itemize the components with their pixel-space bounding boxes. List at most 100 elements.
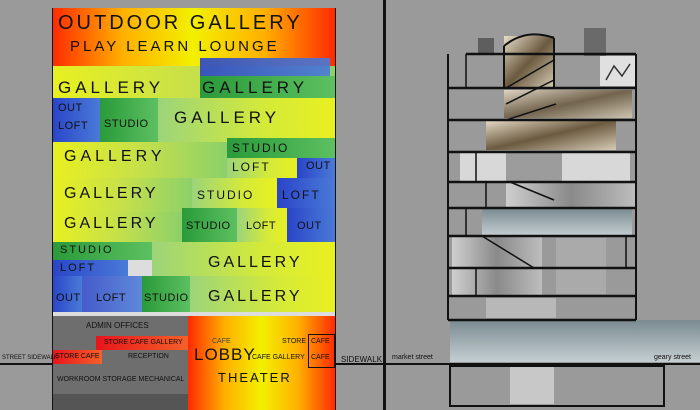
out-label: OUT	[58, 102, 83, 114]
cafe-box	[308, 334, 335, 368]
loft-label: LOFT	[282, 188, 321, 202]
studio-block-2	[227, 138, 335, 158]
loft-label: LOFT	[60, 262, 97, 274]
out-label: OUT	[297, 220, 322, 232]
studio-label: STUDIO	[104, 118, 149, 130]
photo-floor-3	[486, 120, 616, 150]
gallery-label: GALLERY	[64, 185, 159, 202]
loft-block-3	[277, 178, 335, 212]
program-diagram: OUTDOOR GALLERY PLAY LEARN LOUNGE GALLER…	[52, 8, 335, 410]
gallery-label: GALLERY	[64, 148, 166, 165]
store-label: STORE	[282, 338, 306, 345]
studio-block-3	[192, 178, 277, 212]
studio-label: STUDIO	[144, 292, 189, 304]
photo-floor-6	[482, 208, 632, 236]
photo-floor-8	[486, 298, 556, 318]
studio-label: STUDIO	[197, 188, 255, 202]
store-cafe-label: STORE CAFE	[55, 353, 100, 360]
ground-line	[0, 363, 700, 365]
store-cafe-bar	[52, 350, 102, 364]
photo-floor-7b	[556, 238, 606, 294]
ramp	[505, 103, 557, 121]
ramp	[481, 235, 535, 269]
ramps	[481, 59, 557, 269]
gallery-label: GALLERY	[174, 108, 281, 127]
green-block-top	[200, 76, 335, 100]
loft-block-5	[52, 260, 128, 276]
cafe-label: CAFE	[311, 338, 330, 345]
studio-label: STUDIO	[232, 141, 290, 155]
out-block-2	[297, 158, 335, 178]
arch-roof	[503, 33, 555, 47]
gallery-label: GALLERY	[64, 215, 159, 232]
building-section: market street geary street	[392, 28, 700, 407]
photo-floor-top	[504, 36, 554, 88]
sidewalk-label: SIDEWALK	[341, 355, 383, 364]
loft-block-top	[200, 58, 330, 78]
lobby-label: LOBBY	[194, 345, 256, 364]
lobby-band	[188, 316, 335, 410]
figure-top-left	[478, 38, 494, 54]
studio-block-7	[142, 276, 190, 312]
loft-block-4	[237, 208, 287, 242]
out-block-7	[52, 276, 82, 312]
partitions	[465, 54, 627, 296]
photo-ground-floor	[450, 320, 700, 362]
workroom-label: WORKROOM STORAGE MECHANICAL	[57, 376, 185, 383]
studio-block	[100, 98, 158, 142]
photo-basement	[510, 366, 554, 404]
out-block-4	[287, 208, 335, 242]
gallery-band-5	[52, 212, 182, 242]
loft-block-2	[227, 158, 297, 178]
admin-sub-block	[52, 336, 96, 350]
out-label: OUT	[306, 160, 331, 172]
gallery-label: GALLERY	[208, 254, 303, 271]
studio-label: STUDIO	[60, 244, 114, 256]
out-loft-block	[52, 98, 100, 142]
studio-block-4	[182, 208, 237, 242]
right-wall-line	[335, 8, 336, 410]
theater-label: THEATER	[218, 370, 292, 385]
loft-label: LOFT	[232, 160, 271, 174]
gallery-band-7	[190, 276, 335, 312]
street-sidewalk-label: STREET SIDEWALK	[2, 355, 59, 361]
store-cafe-gallery-label: STORE CAFE GALLERY	[104, 339, 183, 346]
left-wall-line	[52, 8, 53, 410]
loft-label: LOFT	[96, 292, 127, 304]
cafe-gallery-label: CAFE GALLERY	[252, 354, 305, 361]
gallery-label: GALLERY	[202, 78, 309, 97]
cafe-label: CAFE	[212, 338, 231, 345]
title-band	[52, 8, 335, 66]
workroom-block	[52, 364, 188, 394]
basement-block	[52, 394, 188, 410]
panel-divider	[383, 0, 386, 410]
basement-outline	[449, 365, 665, 407]
out-label: OUT	[56, 292, 81, 304]
reception-label: RECEPTION	[128, 353, 169, 360]
photo-floor-4b	[506, 152, 562, 182]
admin-offices-label: ADMIN OFFICES	[86, 321, 149, 330]
figure-top-right	[584, 28, 606, 56]
cafe-label: CAFE	[311, 354, 330, 361]
gallery-band-3	[52, 142, 227, 178]
geary-street-label: geary street	[654, 354, 691, 361]
gallery-label: GALLERY	[208, 288, 303, 305]
reception-block	[102, 350, 188, 364]
ramp	[509, 181, 555, 201]
ramp	[505, 59, 555, 89]
loft-label: LOFT	[246, 220, 277, 232]
admin-offices-block	[52, 316, 188, 336]
ramp	[505, 79, 555, 105]
floor-slabs	[448, 52, 636, 322]
loft-label: LOFT	[58, 120, 89, 132]
title-outdoor-gallery: OUTDOOR GALLERY	[58, 12, 303, 34]
title-play-learn-lounge: PLAY LEARN LOUNGE	[70, 38, 280, 55]
gallery-label: GALLERY	[58, 78, 165, 97]
gallery-band-6	[152, 242, 335, 276]
store-cafe-gallery-bar	[96, 336, 188, 350]
scribble-icon	[605, 63, 631, 81]
studio-block-5	[52, 242, 152, 260]
gallery-band-2	[158, 98, 335, 142]
loft-block-7	[82, 276, 142, 312]
market-street-label: market street	[392, 354, 433, 361]
